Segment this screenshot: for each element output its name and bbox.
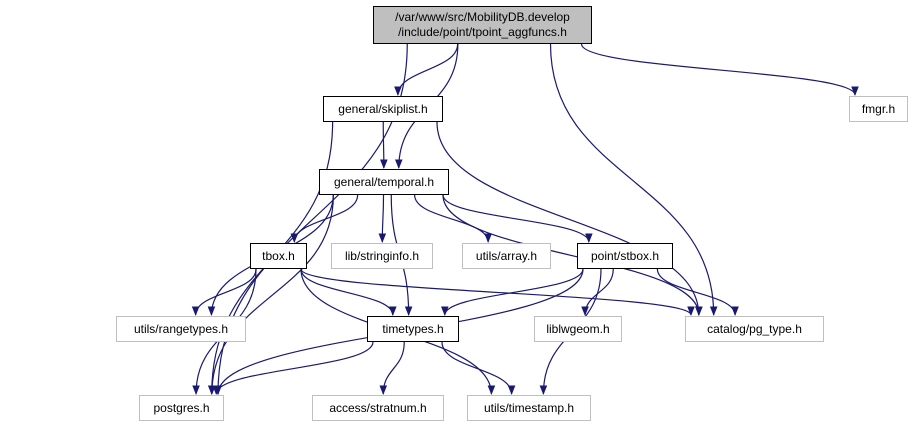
edge-tbox-to-pg_type <box>300 268 695 316</box>
edge-temporal-to-stbox <box>442 194 593 243</box>
edge-skiplist-to-pg_type <box>436 121 703 316</box>
node-access-stratnum: access/stratnum.h <box>312 395 444 421</box>
edge-temporal-to-postgres <box>208 194 334 395</box>
node-general-skiplist[interactable]: general/skiplist.h <box>323 96 443 122</box>
edge-tbox-to-timetypes <box>300 268 397 316</box>
node-postgres: postgres.h <box>139 395 224 421</box>
edge-temporal-to-array <box>414 194 492 243</box>
root-file-node: /var/www/src/MobilityDB.develop /include… <box>373 6 592 44</box>
edge-stbox-to-pg_type <box>656 268 739 316</box>
node-liblwgeom: liblwgeom.h <box>534 316 622 342</box>
edge-root-to-fmgr <box>580 43 859 96</box>
node-utils-rangetypes: utils/rangetypes.h <box>116 316 246 342</box>
node-timetypes[interactable]: timetypes.h <box>367 316 459 342</box>
node-lib-stringinfo: lib/stringinfo.h <box>331 243 433 269</box>
node-utils-timestamp: utils/timestamp.h <box>467 395 591 421</box>
node-utils-array: utils/array.h <box>462 243 551 269</box>
edge-timetypes-to-postgres <box>212 341 374 395</box>
edge-skiplist-to-temporal <box>380 121 388 169</box>
edge-root-to-pg_type <box>549 43 718 316</box>
root-file-path-line1: /var/www/src/MobilityDB.develop <box>395 10 570 24</box>
edge-temporal-to-stringinfo <box>378 194 387 243</box>
node-point-stbox[interactable]: point/stbox.h <box>577 243 673 269</box>
edge-temporal-to-pg_type <box>442 194 703 316</box>
edge-timetypes-to-stratnum <box>379 341 405 395</box>
edge-root-to-skiplist <box>394 43 459 96</box>
edge-stbox-to-timetypes <box>441 268 584 316</box>
edge-stbox-to-liblwgeom <box>581 268 614 316</box>
node-catalog-pg-type: catalog/pg_type.h <box>685 316 824 342</box>
edge-tbox-to-rangetypes <box>191 268 257 316</box>
edge-timetypes-to-timestamp <box>441 341 516 395</box>
node-fmgr: fmgr.h <box>849 96 908 122</box>
node-tbox[interactable]: tbox.h <box>250 243 307 269</box>
node-general-temporal[interactable]: general/temporal.h <box>319 169 449 195</box>
root-file-path-line2: /include/point/tpoint_aggfuncs.h <box>398 25 567 39</box>
